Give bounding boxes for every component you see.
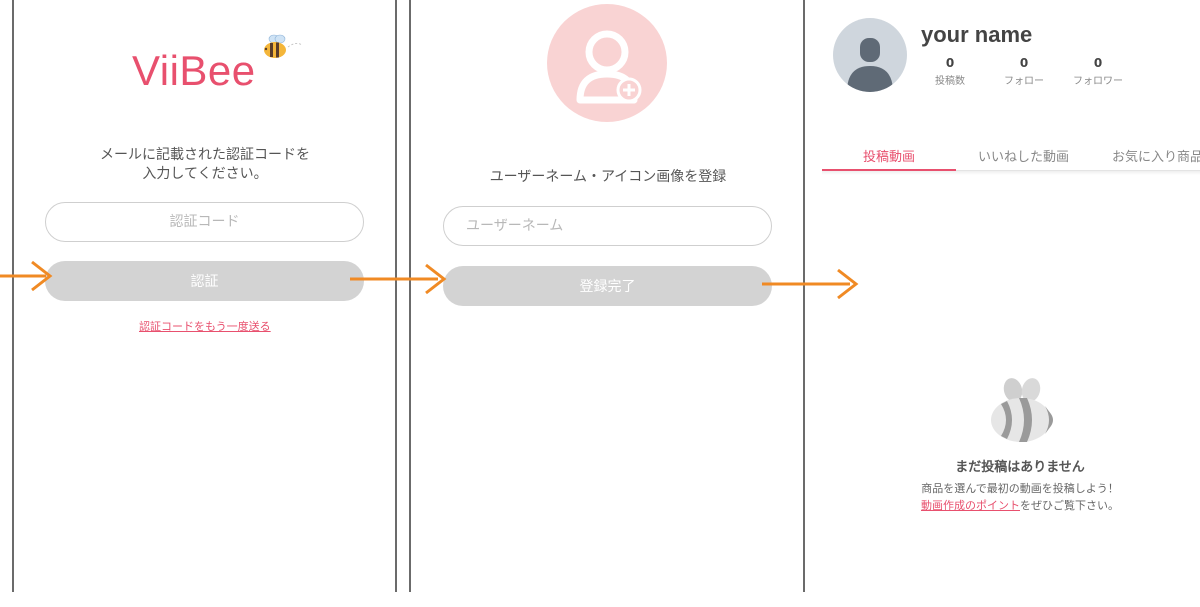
- frame-divider-2: [409, 0, 411, 592]
- stat-following-label: フォロー: [1004, 76, 1044, 87]
- register-complete-button[interactable]: 登録完了: [443, 266, 772, 306]
- stat-following-value: 0: [1019, 56, 1029, 70]
- stat-posts-value: 0: [945, 56, 955, 70]
- stat-followers-value: 0: [1093, 56, 1103, 70]
- username-input[interactable]: [443, 206, 772, 246]
- stat-following[interactable]: 0 フォロー: [989, 56, 1059, 87]
- tab-favorite-products[interactable]: お気に入り商品: [1112, 150, 1200, 165]
- flow-arrow-1: [0, 260, 53, 292]
- frame-divider-1: [395, 0, 397, 592]
- video-tips-link[interactable]: 動画作成のポイント: [921, 499, 1020, 512]
- stat-posts: 0 投稿数: [915, 56, 985, 87]
- empty-state-title: まだ投稿はありません: [955, 460, 1085, 475]
- empty-state-subtitle: 商品を選んで最初の動画を投稿しよう！: [921, 482, 1119, 495]
- stat-posts-label: 投稿数: [935, 76, 965, 87]
- verify-button[interactable]: 認証: [45, 261, 364, 301]
- verification-code-input[interactable]: [45, 202, 364, 242]
- profile-username: your name: [921, 22, 1033, 47]
- avatar-upload[interactable]: [547, 4, 667, 122]
- tab-posted-videos[interactable]: 投稿動画: [863, 150, 916, 165]
- instruction-line-1: メールに記載された認証コードを: [100, 147, 310, 163]
- verify-instruction: メールに記載された認証コードを 入力してください。: [60, 146, 350, 184]
- logo-text: ViiBee: [132, 47, 256, 94]
- stat-followers[interactable]: 0 フォロワー: [1063, 56, 1133, 87]
- viibee-logo: ViiBee: [132, 33, 312, 103]
- flow-arrow-3: [762, 268, 859, 300]
- flow-arrow-2: [350, 263, 447, 295]
- stat-followers-label: フォロワー: [1073, 76, 1123, 87]
- tab-liked-videos[interactable]: いいねした動画: [978, 150, 1070, 165]
- register-title: ユーザーネーム・アイコン画像を登録: [489, 169, 727, 185]
- default-user-icon: [847, 38, 893, 92]
- profile-avatar[interactable]: [833, 18, 907, 92]
- empty-state-link-row: 動画作成のポイントをぜひご覧下さい。: [860, 497, 1180, 513]
- empty-link-suffix: をぜひご覧下さい。: [1020, 499, 1119, 512]
- frame-divider-left: [12, 0, 14, 592]
- bee-icon: [991, 378, 1053, 442]
- active-tab-indicator: [822, 169, 956, 171]
- resend-code-link[interactable]: 認証コードをもう一度送る: [139, 320, 271, 333]
- logo-bee-icon: [264, 34, 303, 58]
- tab-shadow: [822, 171, 1200, 175]
- user-add-icon: [576, 30, 642, 104]
- frame-divider-3: [803, 0, 805, 592]
- tab-divider: [822, 170, 1200, 171]
- instruction-line-2: 入力してください。: [142, 166, 268, 182]
